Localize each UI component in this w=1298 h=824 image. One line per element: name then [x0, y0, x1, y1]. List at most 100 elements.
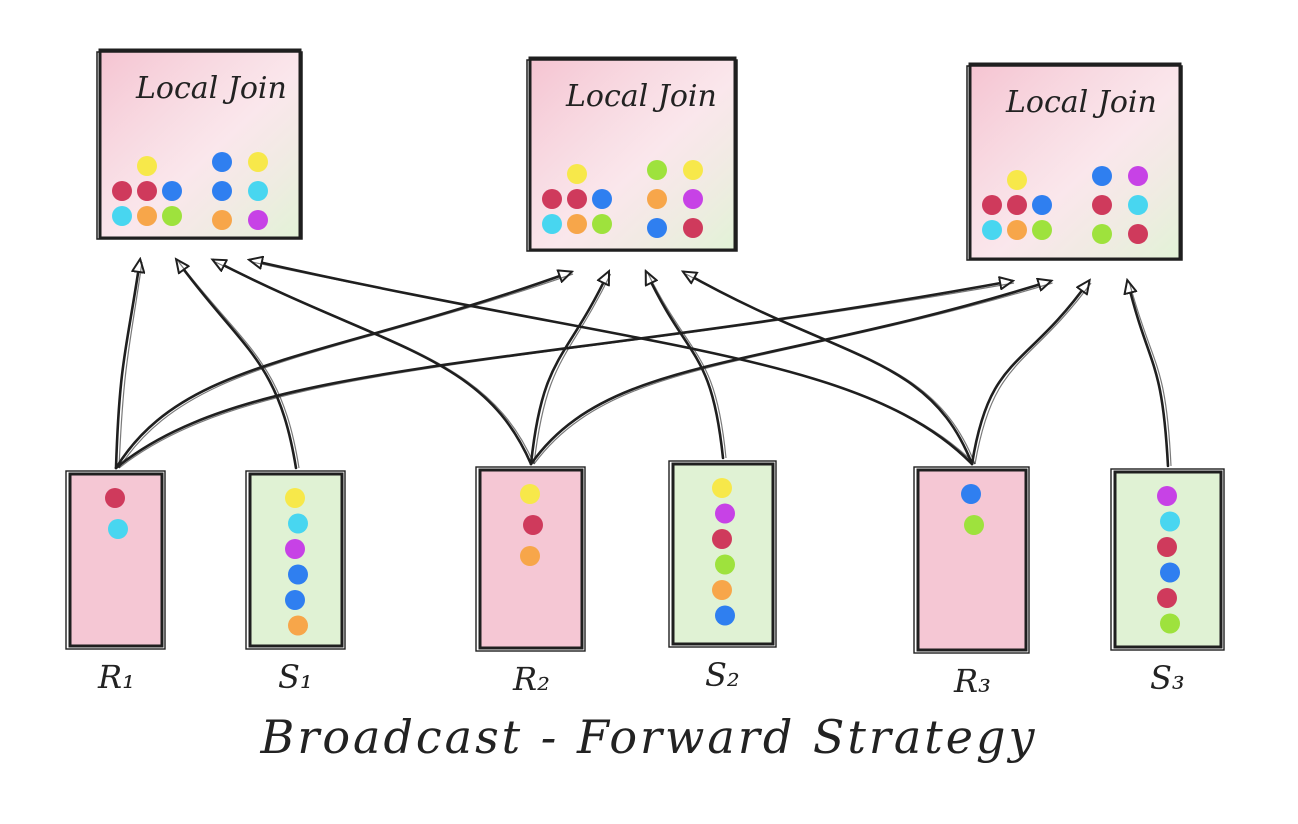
join-tuple-dot [567, 164, 587, 184]
join-node-label: Local Join [565, 79, 717, 114]
join-node-border [98, 48, 302, 240]
broadcast-arrow-sketch [974, 282, 1092, 465]
partition-tuple-dot [712, 580, 732, 600]
partition-sketch-border [668, 460, 777, 648]
r-partition: R₂ [475, 466, 586, 698]
partition-tuple-dot [285, 488, 305, 508]
broadcast-arrow-sketch [118, 273, 574, 469]
broadcast-arrow-sketch [251, 261, 976, 465]
join-node-label: Local Join [135, 71, 287, 106]
partition-tuple-dot [715, 554, 735, 575]
broadcast-arrow [114, 260, 140, 470]
partition-tuple-dot [520, 484, 540, 504]
join-node-fill [100, 50, 300, 238]
join-node-border [968, 62, 1182, 261]
join-tuple-dot [162, 181, 182, 201]
join-tuple-dot [567, 189, 587, 209]
join-tuple-dot [982, 195, 1002, 215]
broadcast-arrow [684, 272, 974, 466]
join-tuple-dot [567, 214, 587, 234]
join-tuple-dot [1007, 220, 1027, 240]
join-tuple-dot [248, 210, 268, 230]
join-tuple-dot [542, 214, 562, 234]
partition-tuple-dot [1160, 613, 1180, 634]
broadcast-arrow [1128, 281, 1170, 468]
partition-border [68, 472, 164, 648]
broadcast-arrow-sketch [215, 261, 535, 465]
local-join-node: Local Join [966, 62, 1183, 261]
join-tuple-dot [1032, 195, 1052, 215]
partition-tuple-dot [1157, 588, 1177, 608]
join-node-sketch-border [526, 59, 738, 252]
partition-border [1113, 470, 1223, 649]
r-partition: R₃ [913, 466, 1030, 700]
partition-border [248, 472, 344, 648]
join-tuple-dot [647, 218, 667, 238]
join-tuple-dot [1092, 195, 1112, 215]
join-tuple-dot [982, 220, 1002, 240]
join-tuple-dot [162, 206, 182, 226]
partition-sketch-border [1110, 468, 1225, 651]
partition-label: S₁ [278, 658, 313, 696]
join-tuple-dot [592, 214, 612, 234]
join-tuple-dot [542, 189, 562, 209]
s-partition: S₃ [1110, 468, 1225, 697]
join-node-fill [970, 64, 1180, 259]
broadcast-arrow [529, 281, 1051, 466]
partition-label: R₃ [953, 662, 991, 700]
partition-label: R₂ [512, 660, 550, 698]
partition-tuple-dot [520, 546, 540, 566]
partition-tuple-dot [288, 564, 308, 585]
join-tuple-dot [137, 156, 157, 176]
partition-border [671, 462, 775, 646]
broadcast-arrow-sketch [178, 261, 300, 469]
partition-sketch-border [65, 470, 166, 650]
partition-tuple-dot [288, 615, 308, 636]
broadcast-arrow-sketch [533, 273, 612, 465]
partition-tuple-dot [1160, 511, 1180, 532]
partition-tuple-dot [523, 515, 543, 535]
broadcast-arrow [114, 281, 1012, 470]
join-tuple-dot [683, 218, 703, 238]
join-tuple-dot [112, 206, 132, 226]
join-nodes-layer: Local Join Local Join Local Join [96, 48, 1183, 261]
join-tuple-dot [248, 152, 268, 172]
partition-tuple-dot [961, 484, 981, 504]
edges-layer [114, 260, 1172, 470]
broadcast-arrow-sketch [685, 273, 976, 465]
join-node-fill [530, 58, 735, 250]
broadcast-arrow-sketch [118, 261, 143, 469]
join-tuple-dot [212, 152, 232, 172]
join-node-sketch-border [96, 51, 303, 240]
join-tuple-dot [1092, 166, 1112, 186]
join-tuple-dot [1032, 220, 1052, 240]
broadcast-arrow-sketch [533, 282, 1053, 465]
join-tuple-dot [212, 210, 232, 230]
partition-tuple-dot [964, 515, 984, 535]
join-tuple-dot [683, 189, 703, 209]
partition-label: S₃ [1150, 659, 1185, 697]
partition-sketch-border [475, 466, 586, 652]
partition-label: R₁ [97, 658, 135, 696]
join-tuple-dot [112, 181, 132, 201]
partition-tuple-dot [1157, 537, 1177, 557]
partition-tuple-dot [712, 478, 732, 498]
broadcast-arrow [970, 281, 1089, 466]
broadcast-arrow [646, 272, 725, 460]
partition-tuple-dot [285, 539, 305, 559]
join-tuple-dot [647, 160, 667, 180]
partition-tuple-dot [715, 503, 735, 524]
broadcast-arrow [114, 272, 571, 470]
partition-tuple-dot [712, 529, 732, 549]
partition-tuple-dot [285, 590, 305, 610]
partition-tuple-dot [105, 488, 125, 508]
broadcast-arrow-sketch [647, 273, 727, 459]
join-tuple-dot [248, 181, 268, 201]
partition-sketch-border [913, 466, 1030, 654]
partition-tuple-dot [1157, 486, 1177, 506]
join-tuple-dot [1128, 195, 1148, 215]
r-partition: R₁ [65, 470, 166, 696]
broadcast-arrow [250, 260, 974, 466]
